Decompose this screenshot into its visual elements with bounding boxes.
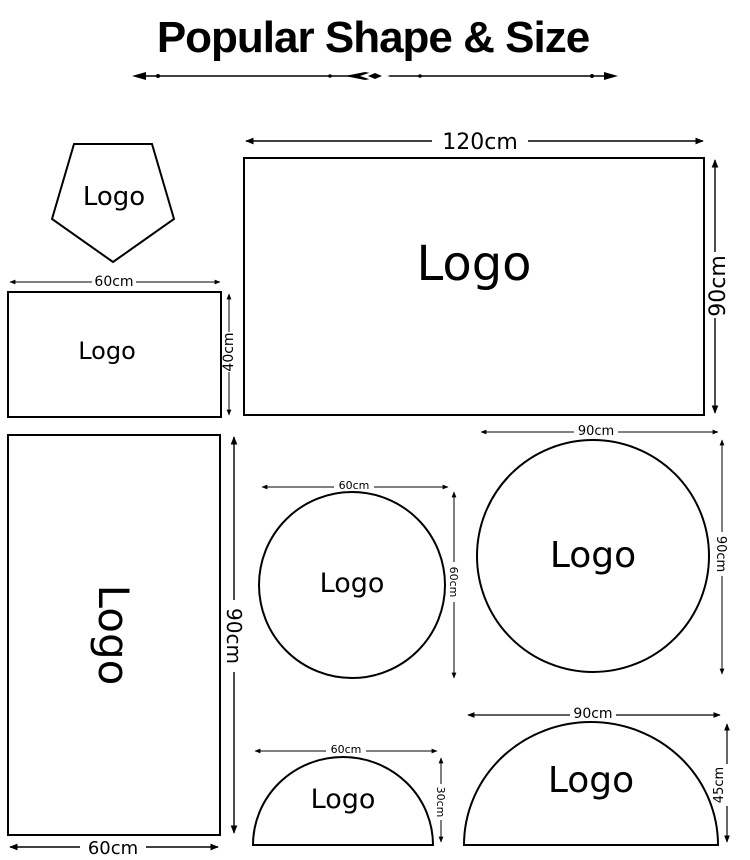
height-label: 30cm — [434, 787, 447, 818]
half-circle-60x30-shape: 60cm Logo 30cm — [251, 743, 448, 846]
rectangle-60x90-logo: Logo — [89, 585, 138, 686]
rectangle-120x90-shape: 120cm Logo 90cm — [243, 126, 731, 416]
height-label: 90cm — [713, 536, 728, 572]
width-label: 90cm — [573, 706, 612, 722]
width-label: 90cm — [578, 424, 614, 439]
title-divider-ornament — [132, 71, 618, 81]
page-title: Popular Shape & Size — [157, 13, 589, 62]
pentagon-shape: Logo — [50, 143, 176, 264]
height-label: 90cm — [706, 255, 731, 317]
half-circle-90x45-logo: Logo — [548, 760, 634, 801]
circle-60cm-logo: Logo — [320, 568, 385, 599]
rectangle-60x90-shape: Logo 90cm 60cm — [7, 434, 246, 859]
width-label: 60cm — [339, 479, 370, 492]
width-label: 60cm — [88, 838, 138, 859]
height-label: 45cm — [712, 767, 727, 803]
circle-90cm-logo: Logo — [550, 535, 636, 576]
circle-60cm-shape: 60cm Logo 60cm — [258, 478, 461, 679]
width-label: 60cm — [331, 743, 362, 756]
half-circle-90x45-shape: 90cm Logo 45cm — [462, 705, 735, 846]
rectangle-60x40-shape: 60cm Logo 40cm — [7, 272, 237, 418]
rectangle-120x90-logo: Logo — [416, 236, 531, 292]
half-circle-60x30-logo: Logo — [311, 784, 376, 815]
height-label: 40cm — [221, 332, 237, 371]
pentagon-logo: Logo — [83, 182, 145, 212]
circle-90cm-shape: 90cm Logo 90cm — [476, 423, 730, 675]
width-label: 120cm — [442, 130, 518, 155]
rectangle-60x40-logo: Logo — [78, 337, 136, 365]
height-label: 90cm — [222, 608, 246, 664]
height-label: 60cm — [447, 567, 460, 598]
width-label: 60cm — [94, 274, 133, 290]
